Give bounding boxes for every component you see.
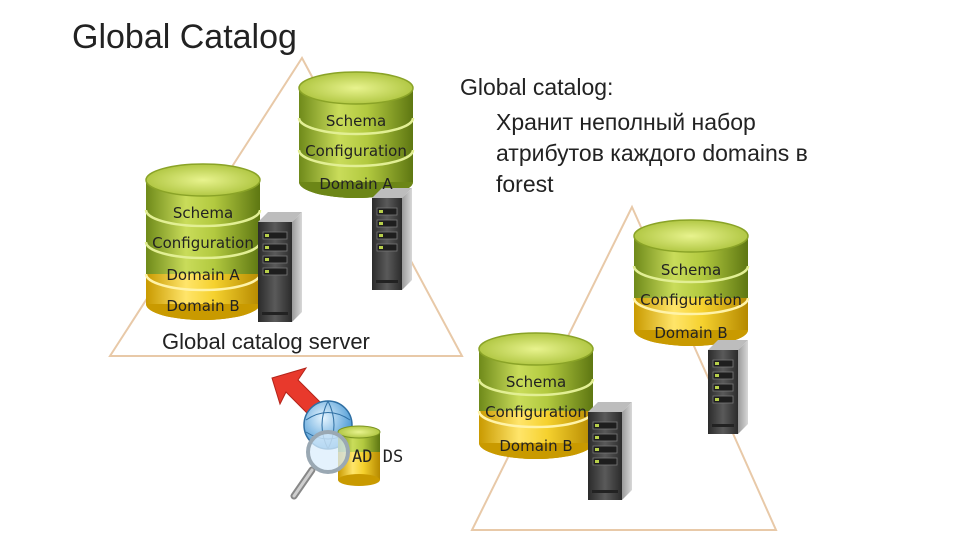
server-side <box>622 402 632 500</box>
drive-bay <box>262 255 288 264</box>
partition-label: Schema <box>172 204 234 222</box>
partition-label: Schema <box>325 112 387 130</box>
server-top <box>372 188 412 198</box>
drive-led <box>265 234 269 237</box>
drive-led <box>379 234 383 237</box>
drive-bay <box>592 421 618 430</box>
drive-bay <box>592 457 618 466</box>
drive-bay <box>592 445 618 454</box>
drive-bay <box>712 359 734 368</box>
cylinder-top <box>478 332 594 366</box>
drive-bay <box>262 231 288 240</box>
server-icon <box>588 402 632 500</box>
server-icon <box>258 212 302 322</box>
drive-led <box>379 222 383 225</box>
ad-ds-search-icon <box>271 367 381 500</box>
partition-divider <box>144 273 262 292</box>
drive-led <box>715 362 719 365</box>
drive-led <box>379 210 383 213</box>
global-catalog-server-label: Global catalog server <box>162 329 370 354</box>
drive-bay <box>712 383 734 392</box>
drive-bay <box>262 243 288 252</box>
drive-bay <box>376 231 398 240</box>
note-heading: Global catalog: <box>460 74 614 100</box>
partition-label: Domain A <box>166 266 240 284</box>
partition-divider <box>632 265 750 284</box>
drive-bay <box>376 207 398 216</box>
partition-label: Configuration <box>640 291 742 309</box>
partition-label: Domain B <box>499 437 573 455</box>
note-body: Хранит неполный набор атрибутов каждого … <box>496 109 808 197</box>
drive-led <box>715 374 719 377</box>
drive-led <box>265 258 269 261</box>
ad-ds-label: AD DS <box>352 447 404 467</box>
server-vent <box>262 312 288 315</box>
partition-divider <box>477 378 595 397</box>
drive-led <box>595 436 599 439</box>
database-global-catalog <box>144 163 262 320</box>
partition-label: Schema <box>505 373 567 391</box>
server-side <box>292 212 302 322</box>
database-domain-a-dc <box>297 71 415 198</box>
partition-divider <box>477 410 595 429</box>
drive-led <box>595 448 599 451</box>
partition-label: Domain B <box>166 297 240 315</box>
partition-divider <box>144 241 262 260</box>
drive-led <box>265 246 269 249</box>
drive-led <box>379 246 383 249</box>
drive-led <box>595 460 599 463</box>
drive-bay <box>592 433 618 442</box>
server-side <box>738 340 748 434</box>
server-vent <box>712 424 734 427</box>
drive-bay <box>376 243 398 252</box>
cylinder-bottom-curve <box>146 304 260 320</box>
server-icon <box>708 340 748 434</box>
server-top <box>258 212 302 222</box>
drive-led <box>715 398 719 401</box>
cylinder-top <box>298 71 414 105</box>
partition-label: Schema <box>660 261 722 279</box>
server-top <box>708 340 748 350</box>
partition-divider <box>297 149 415 168</box>
partition-divider <box>297 117 415 136</box>
partition-label: Domain A <box>319 175 393 193</box>
database-domain-b-dc-2 <box>477 332 595 459</box>
drive-bay <box>712 395 734 404</box>
page-title: Global Catalog <box>72 18 297 56</box>
drive-led <box>595 424 599 427</box>
partition-divider <box>632 297 750 316</box>
server-vent <box>376 280 398 283</box>
server-side <box>402 188 412 290</box>
cylinder-top <box>145 163 261 197</box>
server-icon <box>372 188 412 290</box>
server-vent <box>592 490 618 493</box>
partition-label: Configuration <box>152 234 254 252</box>
drive-led <box>265 270 269 273</box>
partition-divider <box>144 209 262 228</box>
drive-led <box>715 386 719 389</box>
drive-bay <box>262 267 288 276</box>
partition-label: Domain B <box>654 324 728 342</box>
magnifier-icon <box>290 430 350 500</box>
partition-label: Configuration <box>485 403 587 421</box>
drive-bay <box>376 219 398 228</box>
cylinder-top <box>633 219 749 253</box>
partition-label: Configuration <box>305 142 407 160</box>
cylinder-bottom-curve <box>479 443 593 459</box>
server-top <box>588 402 632 412</box>
drive-bay <box>712 371 734 380</box>
